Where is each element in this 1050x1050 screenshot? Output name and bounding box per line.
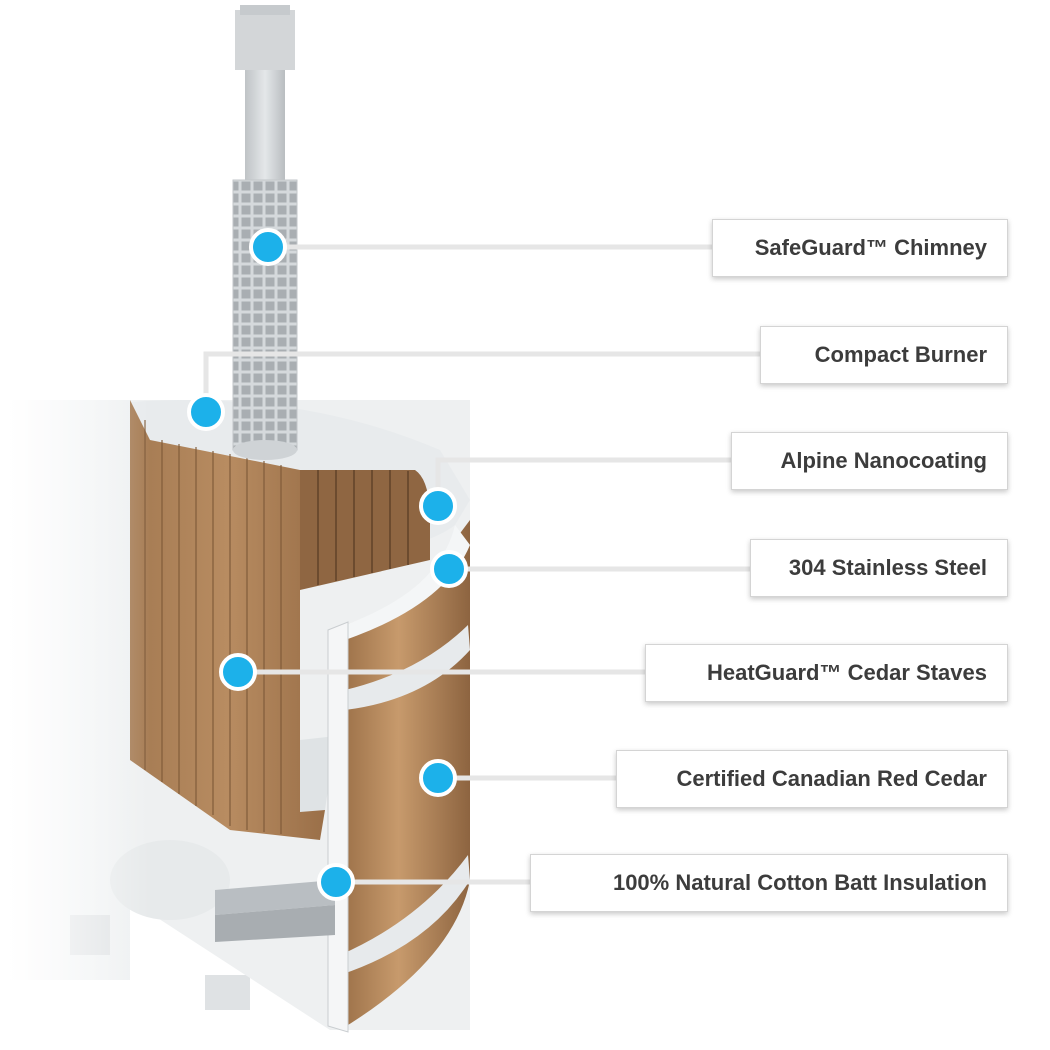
nanocoating-marker-icon <box>419 487 457 525</box>
chimney-marker-icon <box>249 228 287 266</box>
callout-alpine-nanocoating: Alpine Nanocoating <box>731 432 1008 490</box>
steel-marker-icon <box>430 550 468 588</box>
callout-safeguard-chimney: SafeGuard™ Chimney <box>712 219 1008 277</box>
callout-cotton-insulation: 100% Natural Cotton Batt Insulation <box>530 854 1008 912</box>
callout-stainless-steel: 304 Stainless Steel <box>750 539 1008 597</box>
callout-red-cedar: Certified Canadian Red Cedar <box>616 750 1008 808</box>
burner-marker-icon <box>187 393 225 431</box>
callout-compact-burner: Compact Burner <box>760 326 1008 384</box>
callout-cedar-staves: HeatGuard™ Cedar Staves <box>645 644 1008 702</box>
staves-marker-icon <box>219 653 257 691</box>
insulation-marker-icon <box>317 863 355 901</box>
cedar-marker-icon <box>419 759 457 797</box>
